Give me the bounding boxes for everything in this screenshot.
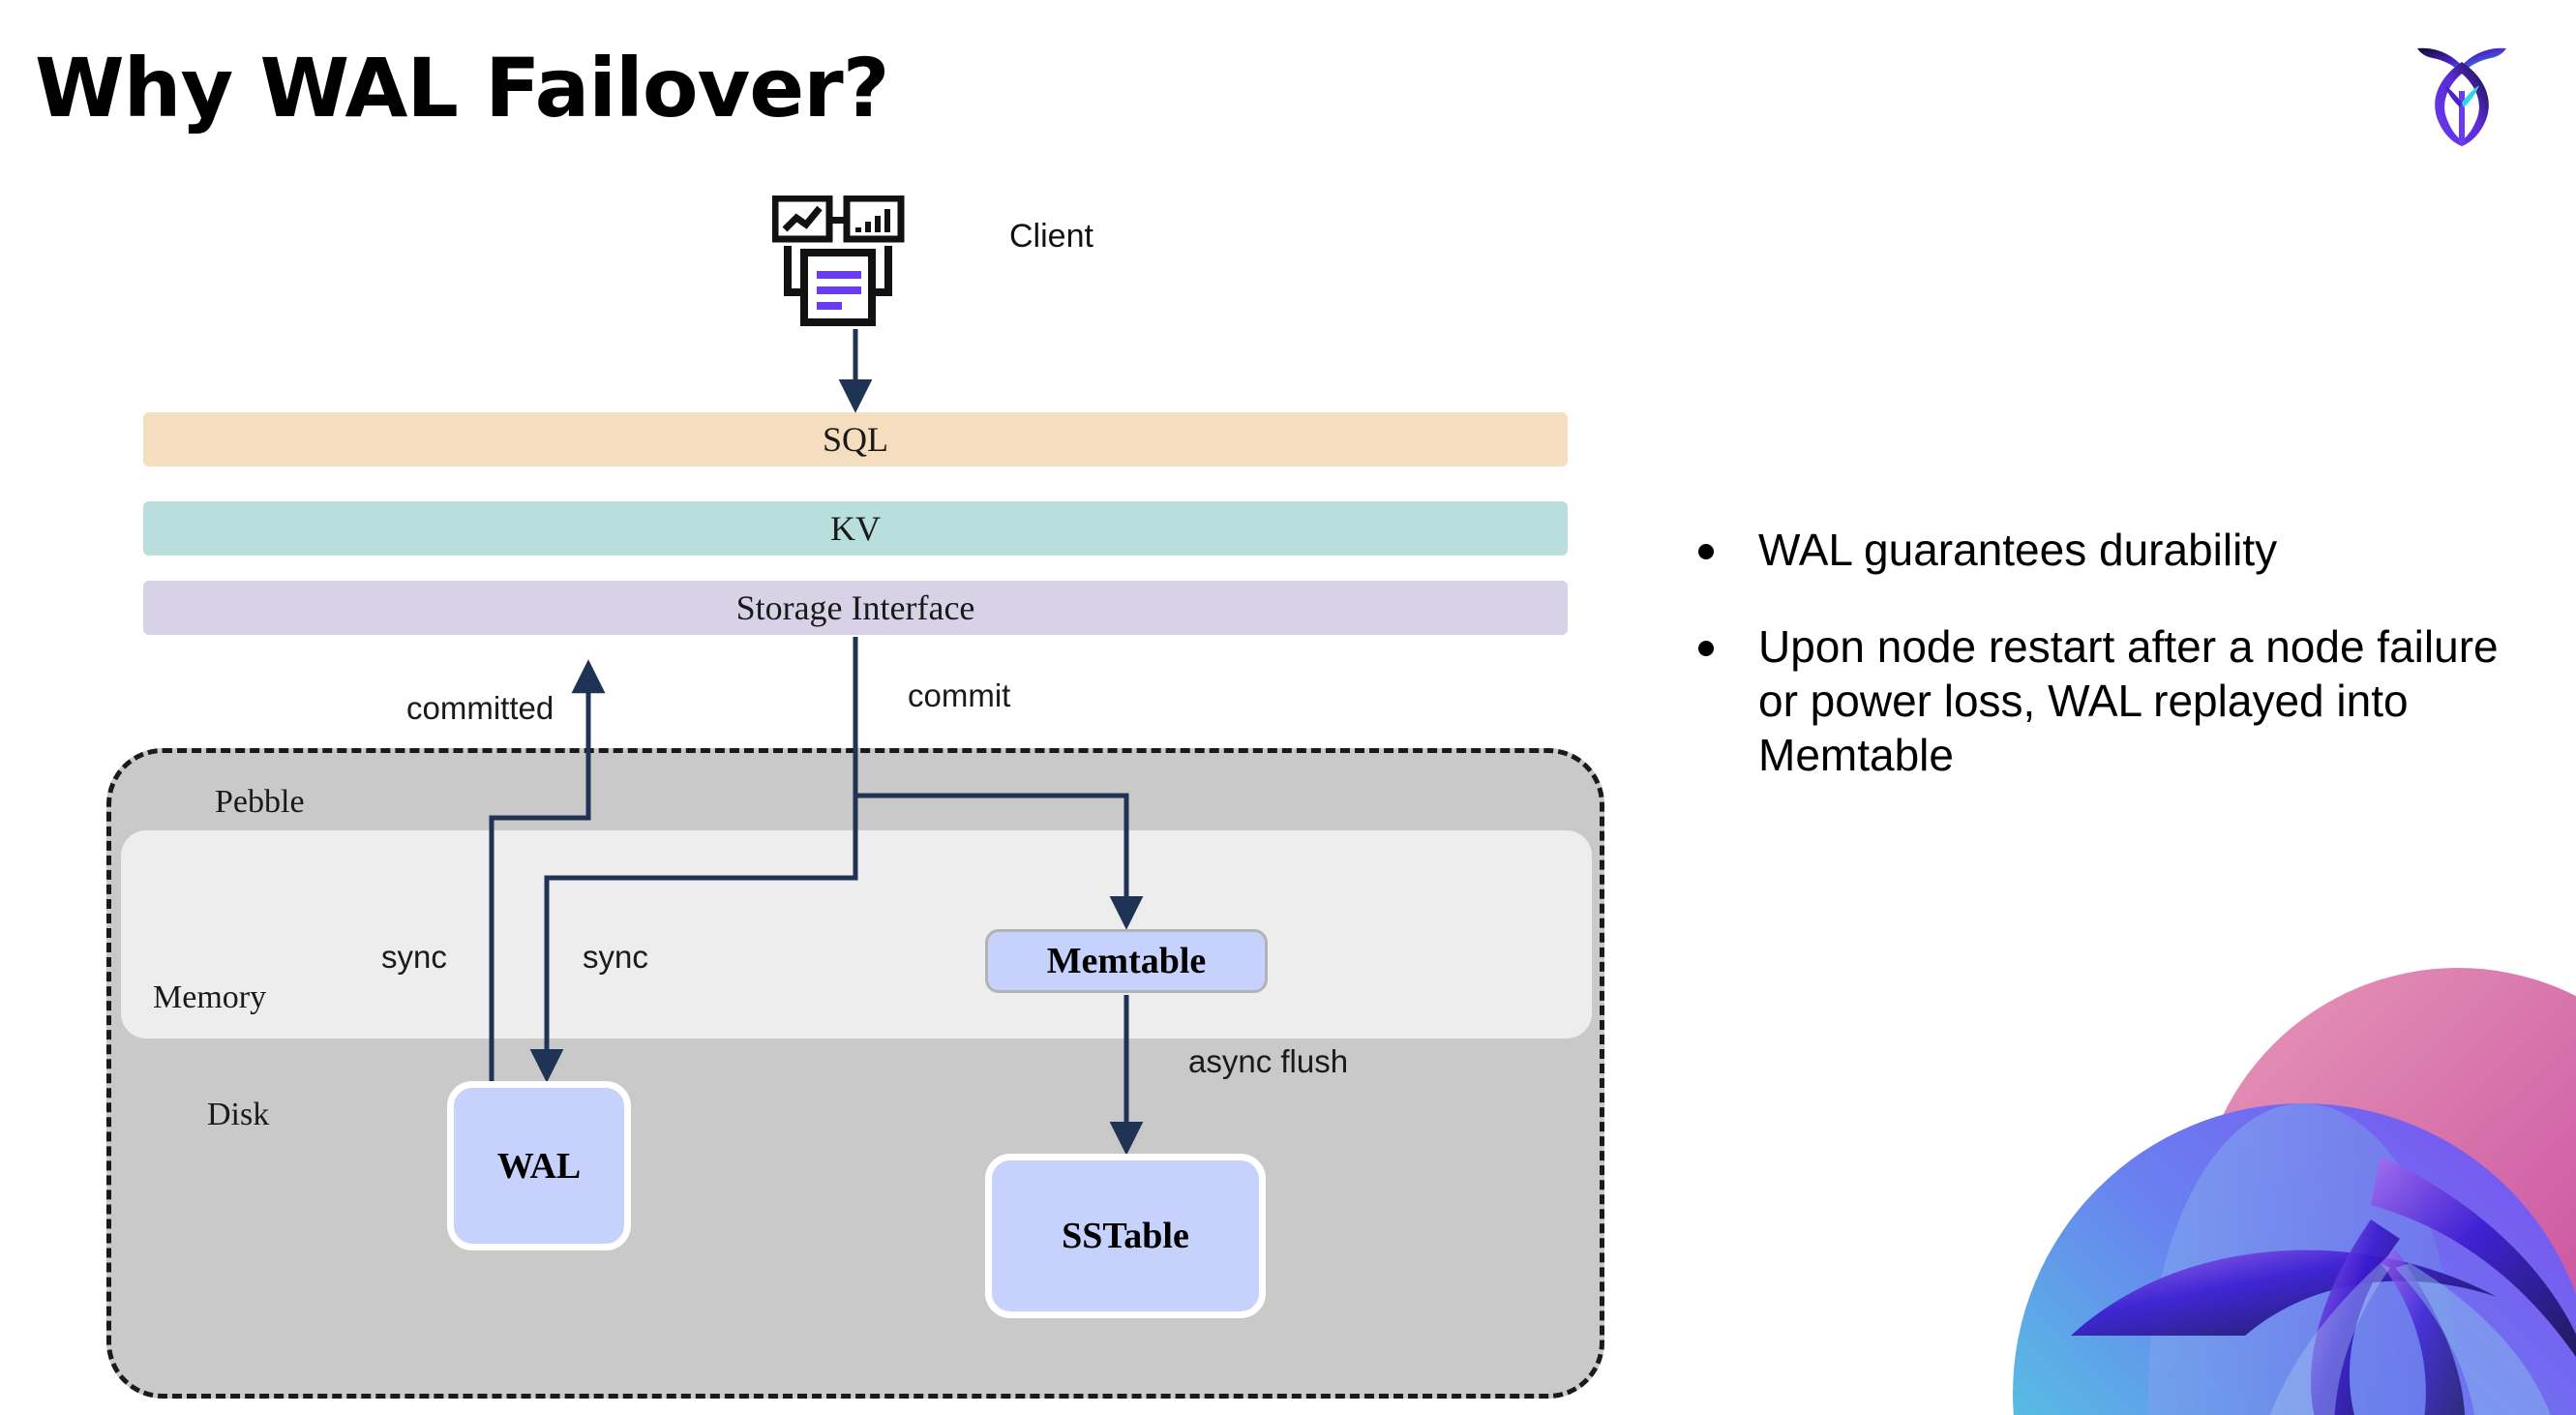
edge-label-committed: committed bbox=[406, 690, 554, 726]
memory-label: Memory bbox=[153, 979, 267, 1015]
node-memtable: Memtable bbox=[985, 929, 1268, 993]
edge-label-async-flush: async flush bbox=[1188, 1043, 1349, 1079]
edge-label-commit: commit bbox=[908, 677, 1011, 713]
list-item: WAL guarantees durability bbox=[1698, 523, 2501, 577]
node-wal: WAL bbox=[447, 1081, 631, 1250]
layer-bar-sql: SQL bbox=[143, 412, 1568, 467]
list-item: Upon node restart after a node failure o… bbox=[1698, 619, 2501, 782]
node-label-memtable: Memtable bbox=[1046, 941, 1207, 981]
layer-label-kv: KV bbox=[830, 509, 881, 548]
bullet-dot-icon bbox=[1698, 544, 1714, 559]
edge-label-sync-left: sync bbox=[381, 939, 447, 975]
node-sstable: SSTable bbox=[985, 1154, 1266, 1318]
decorative-brand-watermark bbox=[1955, 929, 2576, 1415]
pebble-container bbox=[106, 748, 1604, 1399]
bullet-list: WAL guarantees durability Upon node rest… bbox=[1698, 523, 2501, 825]
layer-bar-storage-interface: Storage Interface bbox=[143, 581, 1568, 635]
client-dashboard-icon bbox=[771, 195, 927, 329]
layer-label-sql: SQL bbox=[822, 420, 888, 459]
architecture-diagram: Client SQL KV Storage Interface Pebble M… bbox=[106, 195, 1604, 1399]
edge-label-sync-right: sync bbox=[583, 939, 648, 975]
node-label-sstable: SSTable bbox=[1062, 1216, 1189, 1256]
node-label-wal: WAL bbox=[496, 1145, 582, 1187]
page-title: Why WAL Failover? bbox=[35, 41, 889, 135]
client-label: Client bbox=[1009, 218, 1093, 255]
bullet-dot-icon bbox=[1698, 641, 1714, 657]
disk-label: Disk bbox=[207, 1097, 270, 1132]
cockroachdb-logo bbox=[2406, 31, 2518, 147]
bullet-text: Upon node restart after a node failure o… bbox=[1758, 621, 2499, 781]
diagram-connectors bbox=[489, 329, 1144, 1156]
layer-label-storage-interface: Storage Interface bbox=[735, 588, 975, 627]
bullet-text: WAL guarantees durability bbox=[1758, 525, 2278, 575]
layer-bar-kv: KV bbox=[143, 501, 1568, 556]
pebble-label: Pebble bbox=[215, 784, 305, 820]
